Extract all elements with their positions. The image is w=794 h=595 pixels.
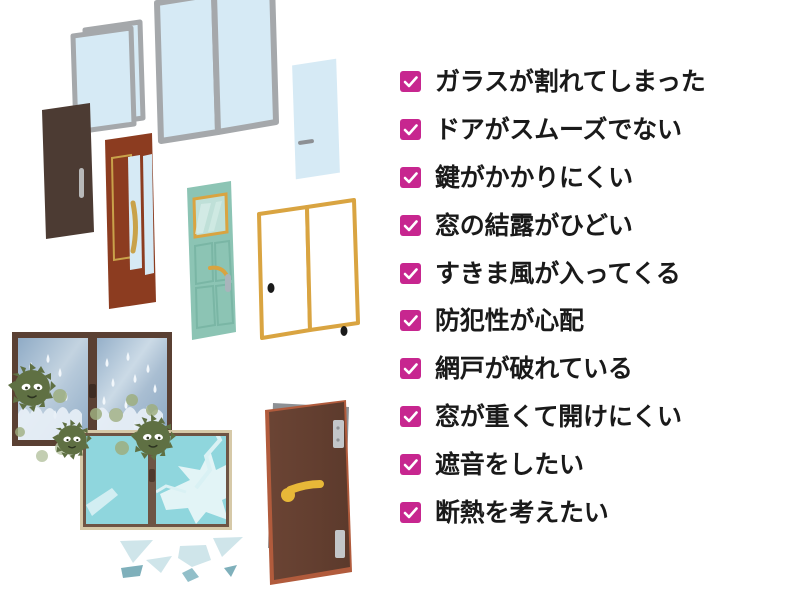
checklist-item-label: 窓が重くて開けにくい	[435, 401, 682, 431]
checkbox-checked-icon[interactable]	[400, 214, 421, 236]
checkbox-checked-icon[interactable]	[400, 358, 421, 380]
trouble-checklist: ガラスが割れてしまった ドアがスムーズでない 鍵がかかりにくい 窓の結露がひどい	[400, 58, 794, 538]
checklist-item[interactable]: 鍵がかかりにくい	[400, 154, 794, 202]
door-handle-icon	[281, 480, 324, 502]
tall-glass-door	[284, 50, 348, 188]
checklist-item[interactable]: ガラスが割れてしまった	[400, 58, 794, 106]
checklist-item-label: ガラスが割れてしまった	[435, 67, 706, 97]
checklist-item[interactable]: 防犯性が心配	[400, 297, 794, 345]
glass-shards	[120, 537, 243, 582]
checkbox-checked-icon[interactable]	[400, 262, 421, 284]
door-red-brown-glass	[105, 133, 156, 309]
checklist-item-label: 断熱を考えたい	[435, 497, 609, 527]
checklist-item-label: ドアがスムーズでない	[435, 115, 682, 145]
checkbox-checked-icon[interactable]	[400, 119, 421, 141]
checkbox-checked-icon[interactable]	[400, 501, 421, 523]
sliding-window-gold	[257, 198, 360, 340]
illustration-panel	[8, 0, 360, 585]
checklist-item[interactable]: 断熱を考えたい	[400, 488, 794, 536]
mold-character-group	[8, 363, 176, 462]
opening-door-brown	[265, 400, 352, 585]
checkbox-checked-icon[interactable]	[400, 166, 421, 188]
checklist-item[interactable]: 網戸が破れている	[400, 345, 794, 393]
checkbox-checked-icon[interactable]	[400, 453, 421, 475]
door-mint-panel	[187, 181, 236, 340]
checklist-item-label: 遮音をしたい	[435, 449, 584, 479]
checklist-item[interactable]: 遮音をしたい	[400, 440, 794, 488]
door-dark-brown	[42, 103, 94, 239]
checkbox-checked-icon[interactable]	[400, 405, 421, 427]
crack-starburst	[155, 436, 226, 524]
checklist-item-label: すきま風が入ってくる	[435, 258, 681, 288]
mold-character	[8, 363, 56, 412]
checklist-item[interactable]: すきま風が入ってくる	[400, 249, 794, 297]
checkbox-checked-icon[interactable]	[400, 310, 421, 332]
large-window-gray	[154, 0, 279, 144]
checklist-item[interactable]: 窓が重くて開けにくい	[400, 393, 794, 441]
checklist-item-label: 窓の結露がひどい	[435, 210, 633, 240]
checklist-item-label: 鍵がかかりにくい	[435, 162, 633, 192]
checklist-item[interactable]: 窓の結露がひどい	[400, 201, 794, 249]
checklist-item[interactable]: ドアがスムーズでない	[400, 106, 794, 154]
checkbox-checked-icon[interactable]	[400, 71, 421, 93]
mold-character	[52, 419, 92, 460]
checklist-item-label: 網戸が破れている	[435, 354, 633, 384]
checklist-item-label: 防犯性が心配	[435, 306, 584, 336]
mold-character	[130, 414, 176, 461]
